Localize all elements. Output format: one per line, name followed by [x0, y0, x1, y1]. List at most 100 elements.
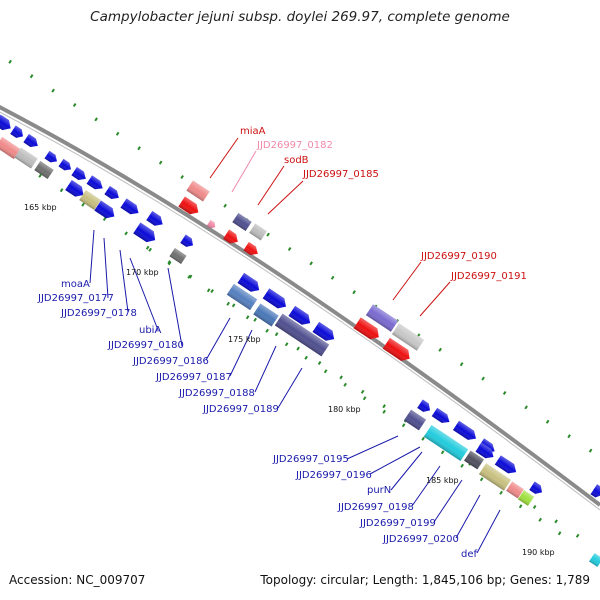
- callout-line: [346, 435, 399, 460]
- callout-line: [369, 446, 421, 475]
- gene-feature: [223, 229, 238, 244]
- tick-dot: [124, 231, 128, 236]
- tick-dot: [94, 117, 98, 122]
- gene-label-0187[interactable]: JJD26997_0187: [155, 372, 232, 383]
- gene-label-0198[interactable]: JJD26997_0198: [337, 502, 414, 513]
- gene-arrow-shade: [65, 180, 84, 197]
- tick-dot: [158, 160, 163, 165]
- gene-feature: [104, 185, 119, 199]
- gene-label-0186[interactable]: JJD26997_0186: [132, 356, 209, 367]
- gene-label-0185[interactable]: JJD26997_0185: [302, 169, 379, 180]
- tick-dot: [8, 59, 12, 64]
- gene-label-0189[interactable]: JJD26997_0189: [202, 404, 279, 415]
- gene-feature: [262, 288, 286, 309]
- gene-label-miaA[interactable]: miaA: [240, 126, 266, 137]
- gene-feature: [506, 481, 524, 499]
- gene-label-ubiA[interactable]: ubiA: [139, 325, 161, 336]
- gene-label-purN[interactable]: purN: [367, 485, 391, 496]
- callout-line: [257, 165, 285, 206]
- tick-dot: [102, 216, 107, 222]
- gene-arrow-shade: [104, 185, 119, 199]
- gene-box-shade: [464, 450, 484, 470]
- callout-line: [209, 137, 239, 179]
- tick-dot: [362, 396, 367, 401]
- gene-box-shade: [226, 283, 258, 311]
- gene-box-shade: [0, 136, 21, 160]
- callout-line: [411, 465, 441, 507]
- tick-dot: [72, 102, 77, 108]
- gene-arrow-shade: [44, 150, 57, 163]
- gene-arrow-shade: [288, 305, 311, 325]
- tick-dot: [266, 232, 270, 237]
- callout-line: [167, 267, 183, 347]
- tick-dot: [481, 376, 485, 381]
- gene-label-0190[interactable]: JJD26997_0190: [420, 251, 497, 262]
- gene-feature: [0, 114, 11, 131]
- tick-dot: [309, 261, 313, 266]
- gene-box-shade: [274, 313, 330, 357]
- tick-dot: [499, 490, 503, 495]
- gene-label-moaA[interactable]: moaA: [61, 279, 90, 290]
- callout-line: [455, 494, 481, 539]
- gene-box-shade: [169, 247, 187, 265]
- gene-label-0180[interactable]: JJD26997_0180: [107, 340, 184, 351]
- scale-165: 165 kbp: [24, 203, 57, 212]
- gene-label-sodB[interactable]: sodB: [284, 155, 309, 166]
- tick-dot: [545, 419, 550, 424]
- gene-feature: [226, 283, 258, 311]
- tick-dot: [588, 448, 593, 453]
- gene-arrow-shade: [452, 420, 476, 440]
- gene-label-0195[interactable]: JJD26997_0195: [272, 454, 349, 465]
- gene-label-0191[interactable]: JJD26997_0191: [450, 271, 527, 282]
- gene-feature: [133, 222, 156, 243]
- gene-arrow-shade: [94, 200, 115, 219]
- gene-box-shade: [506, 481, 524, 499]
- gene-label-0177[interactable]: JJD26997_0177: [37, 293, 114, 304]
- gene-box-shade: [186, 180, 210, 202]
- gene-label-0188[interactable]: JJD26997_0188: [178, 388, 255, 399]
- gene-arrow-shade: [494, 455, 517, 474]
- tick-dot: [557, 531, 562, 536]
- gene-arrow-shade: [243, 241, 258, 255]
- scale-185: 185 kbp: [426, 476, 459, 485]
- gene-feature: [423, 424, 469, 462]
- scale-labels: 165 kbp 170 kbp 175 kbp 180 kbp 185 kbp …: [24, 203, 555, 557]
- gene-arrow-shade: [10, 125, 23, 138]
- gene-arrow-shade: [23, 133, 38, 147]
- gene-label-0196[interactable]: JJD26997_0196: [295, 470, 372, 481]
- gene-label-def[interactable]: def: [461, 549, 478, 560]
- scale-180: 180 kbp: [328, 405, 361, 414]
- callout-line: [205, 317, 231, 361]
- gene-feature: [10, 125, 23, 138]
- tick-dot: [554, 519, 558, 524]
- gene-box-shade: [391, 323, 425, 351]
- tick-dot: [440, 450, 445, 455]
- tick-dot: [253, 317, 257, 322]
- tick-dot: [352, 290, 356, 295]
- gene-box-shade: [249, 223, 267, 241]
- gene-label-0178[interactable]: JJD26997_0178: [60, 308, 137, 319]
- tick-dot: [145, 245, 150, 250]
- tick-dot: [148, 247, 152, 252]
- tick-dot: [343, 382, 347, 387]
- gene-label-0182[interactable]: JJD26997_0182: [256, 140, 333, 151]
- gene-arrow-shade: [58, 158, 71, 171]
- gene-feature: [86, 175, 103, 190]
- gene-box-shade: [478, 463, 512, 491]
- callout-line: [390, 451, 423, 491]
- scale-190: 190 kbp: [522, 548, 555, 557]
- tick-dot: [518, 504, 523, 509]
- gene-label-0200[interactable]: JJD26997_0200: [382, 534, 459, 545]
- tick-dot: [59, 188, 64, 193]
- gene-feature: [590, 484, 600, 498]
- callout-line: [254, 345, 277, 393]
- genome-backbone-inner: [0, 111, 600, 511]
- accession-text: Accession: NC_009707: [9, 573, 146, 587]
- gene-feature: [494, 455, 517, 474]
- gene-label-0199[interactable]: JJD26997_0199: [359, 518, 436, 529]
- gene-feature: [23, 133, 38, 147]
- tick-dot: [438, 347, 442, 352]
- gene-box-shade: [253, 303, 279, 327]
- tick-dot: [567, 434, 571, 439]
